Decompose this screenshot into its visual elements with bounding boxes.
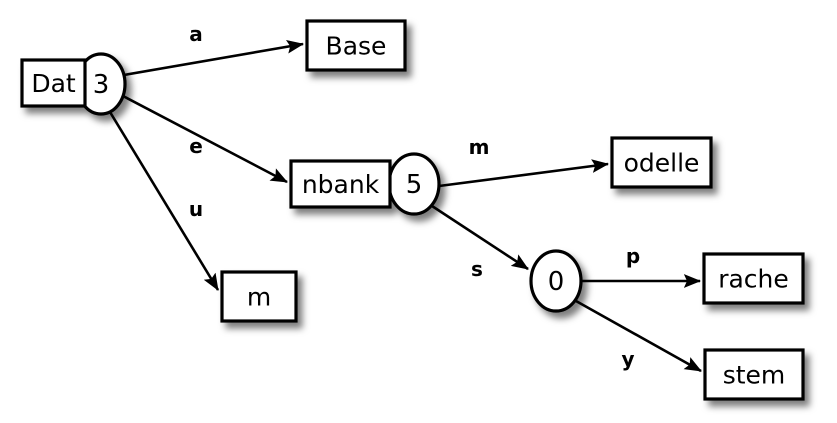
edge-label-p: p	[626, 244, 640, 268]
node-rache[interactable]	[702, 252, 805, 305]
node-dat-rect-label: Dat	[31, 69, 76, 98]
edge-u: u	[108, 111, 220, 291]
node-nbank-ellipse-label: 5	[406, 170, 423, 200]
edge-line-a	[123, 39, 305, 77]
node-nbank[interactable]	[289, 152, 441, 216]
edge-p: p	[581, 244, 702, 288]
node-m[interactable]	[220, 270, 298, 323]
node-m-label: m	[247, 283, 271, 312]
edge-y: y	[575, 299, 702, 373]
edge-label-a: a	[189, 22, 203, 46]
edge-line-u	[108, 111, 220, 291]
edge-label-y: y	[621, 347, 634, 371]
node-rache-rect-shape[interactable]	[702, 252, 805, 305]
edge-label-e: e	[189, 134, 203, 158]
node-zero-ellipse-shape[interactable]	[529, 249, 583, 313]
edge-a: a	[123, 22, 305, 77]
edge-s: s	[431, 204, 529, 281]
node-rache-label: rache	[718, 265, 789, 294]
node-m-rect-shape[interactable]	[220, 270, 298, 323]
edge-line-e	[122, 94, 288, 184]
node-odelle-label: odelle	[624, 149, 700, 178]
nodes-layer: Dat 3 Base nbank 5 m odelle	[20, 19, 805, 401]
node-zero[interactable]	[529, 249, 583, 313]
node-base-rect-shape[interactable]	[305, 19, 407, 72]
edge-line-m	[438, 159, 610, 188]
edge-line-s	[431, 204, 529, 271]
node-dat-ellipse-label: 3	[93, 70, 110, 100]
node-dat[interactable]	[20, 52, 127, 116]
edge-label-u: u	[189, 197, 203, 221]
node-stem-rect-shape[interactable]	[703, 348, 805, 401]
node-zero-label: 0	[548, 267, 565, 297]
node-odelle-rect-shape[interactable]	[610, 136, 713, 189]
edges-layer: a e u m s p y	[108, 22, 702, 373]
edge-m: m	[438, 135, 610, 188]
edge-label-m: m	[469, 135, 490, 159]
node-nbank-rect-shape[interactable]	[289, 159, 392, 209]
edge-e: e	[122, 94, 288, 184]
node-stem-label: stem	[723, 361, 786, 390]
node-nbank-rect-label: nbank	[302, 170, 380, 199]
node-base-label: Base	[326, 32, 387, 61]
edge-line-y	[575, 299, 702, 373]
node-base[interactable]	[305, 19, 407, 72]
node-stem[interactable]	[703, 348, 805, 401]
edge-label-s: s	[471, 257, 483, 281]
node-odelle[interactable]	[610, 136, 713, 189]
node-dat-rect-shape[interactable]	[20, 58, 87, 108]
